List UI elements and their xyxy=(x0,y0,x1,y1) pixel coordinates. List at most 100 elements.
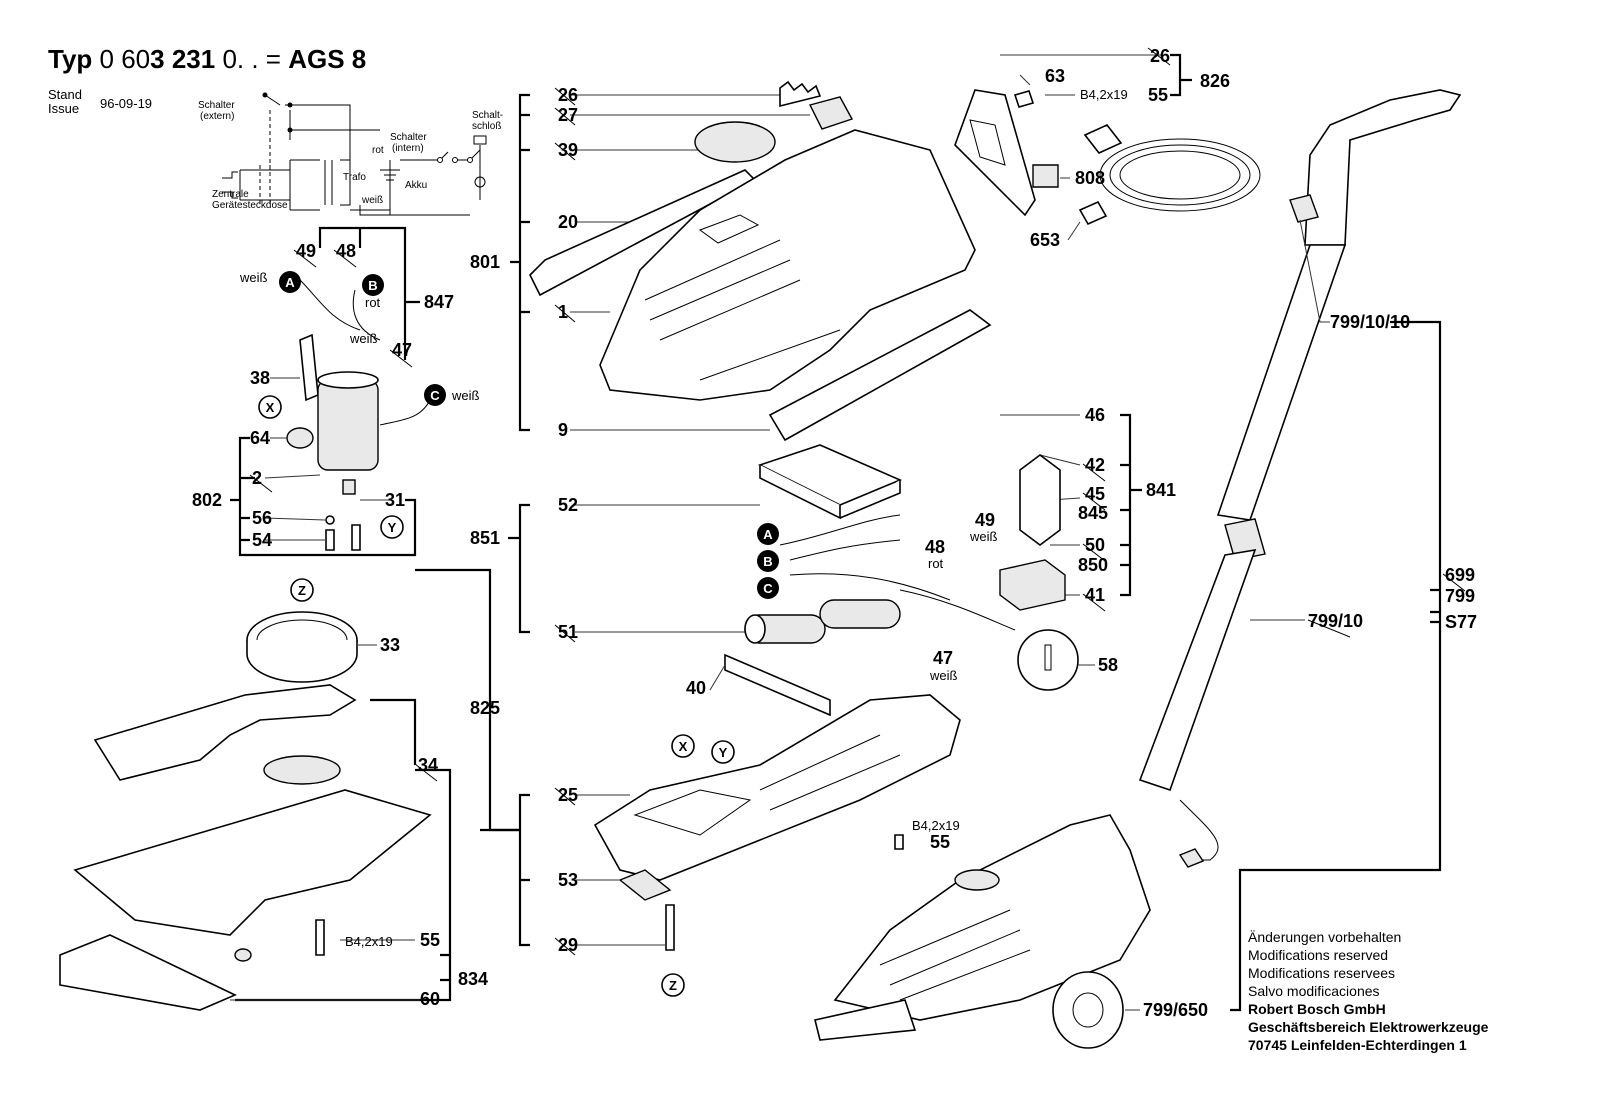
callout-834: 834 xyxy=(458,969,488,989)
callout-31: 31 xyxy=(385,490,405,510)
screw-spec-b: B4,2x19 xyxy=(345,934,393,949)
marker-x-badge: X xyxy=(266,400,275,415)
stand-label: Stand Issue xyxy=(48,88,82,116)
callout-51: 51 xyxy=(558,622,578,642)
callout-54: 54 xyxy=(252,530,272,550)
screw-spec-c: B4,2x19 xyxy=(912,818,960,833)
callout-56: 56 xyxy=(252,508,272,528)
callout-799: 799 xyxy=(1445,586,1475,606)
callout-808: 808 xyxy=(1075,168,1105,188)
wire-weiss-a: weiß xyxy=(239,270,268,285)
callout-799-650: 799/650 xyxy=(1143,1000,1208,1020)
battery-group-851: 52 851 51 40 xyxy=(470,444,903,717)
footer-division: Geschäftsbereich Elektrowerkzeuge xyxy=(1248,1019,1489,1035)
callout-63: 63 xyxy=(1045,66,1065,86)
wiring-schematic: Schalter (extern) Schalter (intern) Scha… xyxy=(198,92,503,216)
callout-46: 46 xyxy=(1085,405,1105,425)
footer-line-en: Modifications reserved xyxy=(1248,947,1389,963)
callout-45: 45 xyxy=(1085,484,1105,504)
callout-2: 2 xyxy=(252,468,262,488)
callout-26: 26 xyxy=(558,85,578,105)
screw-spec-a: B4,2x19 xyxy=(1080,87,1128,102)
callout-802: 802 xyxy=(192,490,222,510)
model-number: 3 231 xyxy=(150,44,216,74)
connector-c-badge: C xyxy=(430,388,440,403)
typ-label: Typ xyxy=(48,44,93,74)
marker-z-badge: Z xyxy=(298,583,306,598)
handle-trolley-group: 799/10/10 699 799 S77 799/10 799/650 xyxy=(814,89,1477,1049)
group-825: 825 xyxy=(415,568,520,832)
callout-49b: 49 xyxy=(975,510,995,530)
callout-41: 41 xyxy=(1085,585,1105,605)
connector-a-badge: A xyxy=(285,275,295,290)
callout-34: 34 xyxy=(418,755,438,775)
footer-company: Robert Bosch GmbH xyxy=(1248,1001,1386,1017)
callout-55c: 55 xyxy=(930,832,950,852)
motor-group: A B C X Y 49 48 847 47 weiß rot weiß wei… xyxy=(192,226,480,557)
schematic-weiss: weiß xyxy=(361,195,383,206)
callout-845: 845 xyxy=(1078,503,1108,523)
callout-47a: 47 xyxy=(392,340,412,360)
schalter-intern-label: Schalter xyxy=(390,132,427,143)
wire-rot-48: rot xyxy=(928,556,944,571)
footer-line-fr: Modifications reservees xyxy=(1248,965,1396,981)
schalter-intern-sub: (intern) xyxy=(392,143,424,154)
callout-60: 60 xyxy=(420,989,440,1009)
callout-25: 25 xyxy=(558,785,578,805)
wire-weiss-47: weiß xyxy=(929,668,958,683)
schaltschloss-label: Schalt- xyxy=(472,110,503,121)
callout-50: 50 xyxy=(1085,535,1105,555)
callout-33: 33 xyxy=(380,635,400,655)
callout-29: 29 xyxy=(558,935,578,955)
callout-699: 699 xyxy=(1445,565,1475,585)
wire-weiss-c: weiß xyxy=(451,388,480,403)
callout-55b: 55 xyxy=(420,930,440,950)
callout-58: 58 xyxy=(1098,655,1118,675)
charger-group-826: 26 826 63 B4,2x19 55 808 653 xyxy=(954,46,1261,250)
schalter-extern-sub: (extern) xyxy=(200,111,234,122)
callout-48b: 48 xyxy=(925,537,945,557)
footer-notice: Änderungen vorbehalten Modifications res… xyxy=(1248,928,1488,1054)
callout-38: 38 xyxy=(250,368,270,388)
callout-653: 653 xyxy=(1030,230,1060,250)
callout-49a: 49 xyxy=(296,241,316,261)
marker-x2-badge: X xyxy=(679,739,688,754)
callout-847: 847 xyxy=(424,292,454,312)
dose-sub: Gerätesteckdose xyxy=(212,200,288,211)
callout-39: 39 xyxy=(558,140,578,160)
model-suffix: 0. . = xyxy=(215,44,281,74)
connector-b-badge: B xyxy=(368,278,377,293)
callout-799-10: 799/10 xyxy=(1308,611,1363,631)
callout-9: 9 xyxy=(558,420,568,440)
footer-line-es: Salvo modificaciones xyxy=(1248,983,1380,999)
wire-weiss-mid: weiß xyxy=(349,331,378,346)
model-prefix: 0 60 xyxy=(99,44,151,74)
callout-53: 53 xyxy=(558,870,578,890)
switch-group-841: A B C 46 42 45 845 50 850 41 841 49 weiß… xyxy=(757,405,1176,691)
stand-line: Stand xyxy=(48,87,82,102)
callout-851: 851 xyxy=(470,528,500,548)
connector-b2-badge: B xyxy=(763,554,772,569)
issue-line: Issue xyxy=(48,101,80,116)
schalter-extern-label: Schalter xyxy=(198,100,235,111)
callout-42: 42 xyxy=(1085,455,1105,475)
dose-label: Zentrale xyxy=(212,189,249,200)
callout-40: 40 xyxy=(686,678,706,698)
wire-rot-b: rot xyxy=(365,295,381,310)
base-plate-group: X Y Z 25 53 29 B4,2x19 55 xyxy=(480,694,961,997)
callout-52: 52 xyxy=(558,495,578,515)
connector-a2-badge: A xyxy=(763,527,773,542)
callout-841: 841 xyxy=(1146,480,1176,500)
callout-826: 826 xyxy=(1200,71,1230,91)
callout-801: 801 xyxy=(470,252,500,272)
tool-name: AGS 8 xyxy=(288,44,367,74)
connector-c2-badge: C xyxy=(763,581,773,596)
housing-group-801: 26 27 39 20 801 1 9 xyxy=(470,80,992,442)
callout-s77: S77 xyxy=(1445,612,1477,632)
strikeout-marks xyxy=(249,47,1466,956)
callout-850: 850 xyxy=(1078,555,1108,575)
callout-55a: 55 xyxy=(1148,85,1168,105)
schematic-rot: rot xyxy=(372,145,384,156)
marker-z2-badge: Z xyxy=(669,978,677,993)
